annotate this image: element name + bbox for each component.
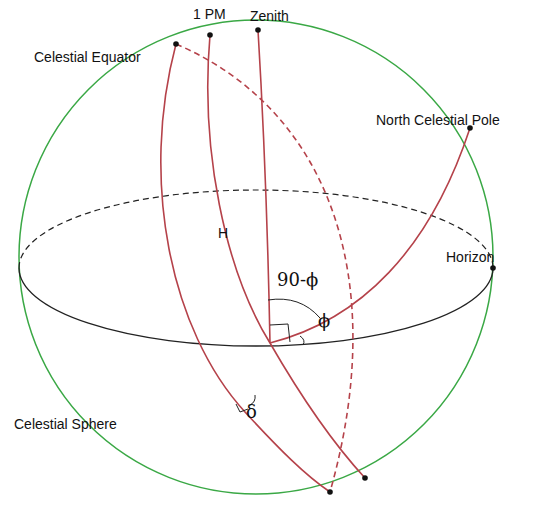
sphere-label: Celestial Sphere xyxy=(14,417,117,432)
equator-label: Celestial Equator xyxy=(34,50,141,65)
horizon-label: Horizon xyxy=(446,250,494,265)
hour-angle-label: H xyxy=(218,226,228,241)
zenith-label: Zenith xyxy=(250,9,289,24)
pole-label: North Celestial Pole xyxy=(376,113,500,128)
declination-label: δ xyxy=(246,402,257,422)
latitude-label: ϕ xyxy=(318,311,330,331)
colatitude-label: 90-ϕ xyxy=(277,270,318,290)
hour-label: 1 PM xyxy=(193,7,226,22)
